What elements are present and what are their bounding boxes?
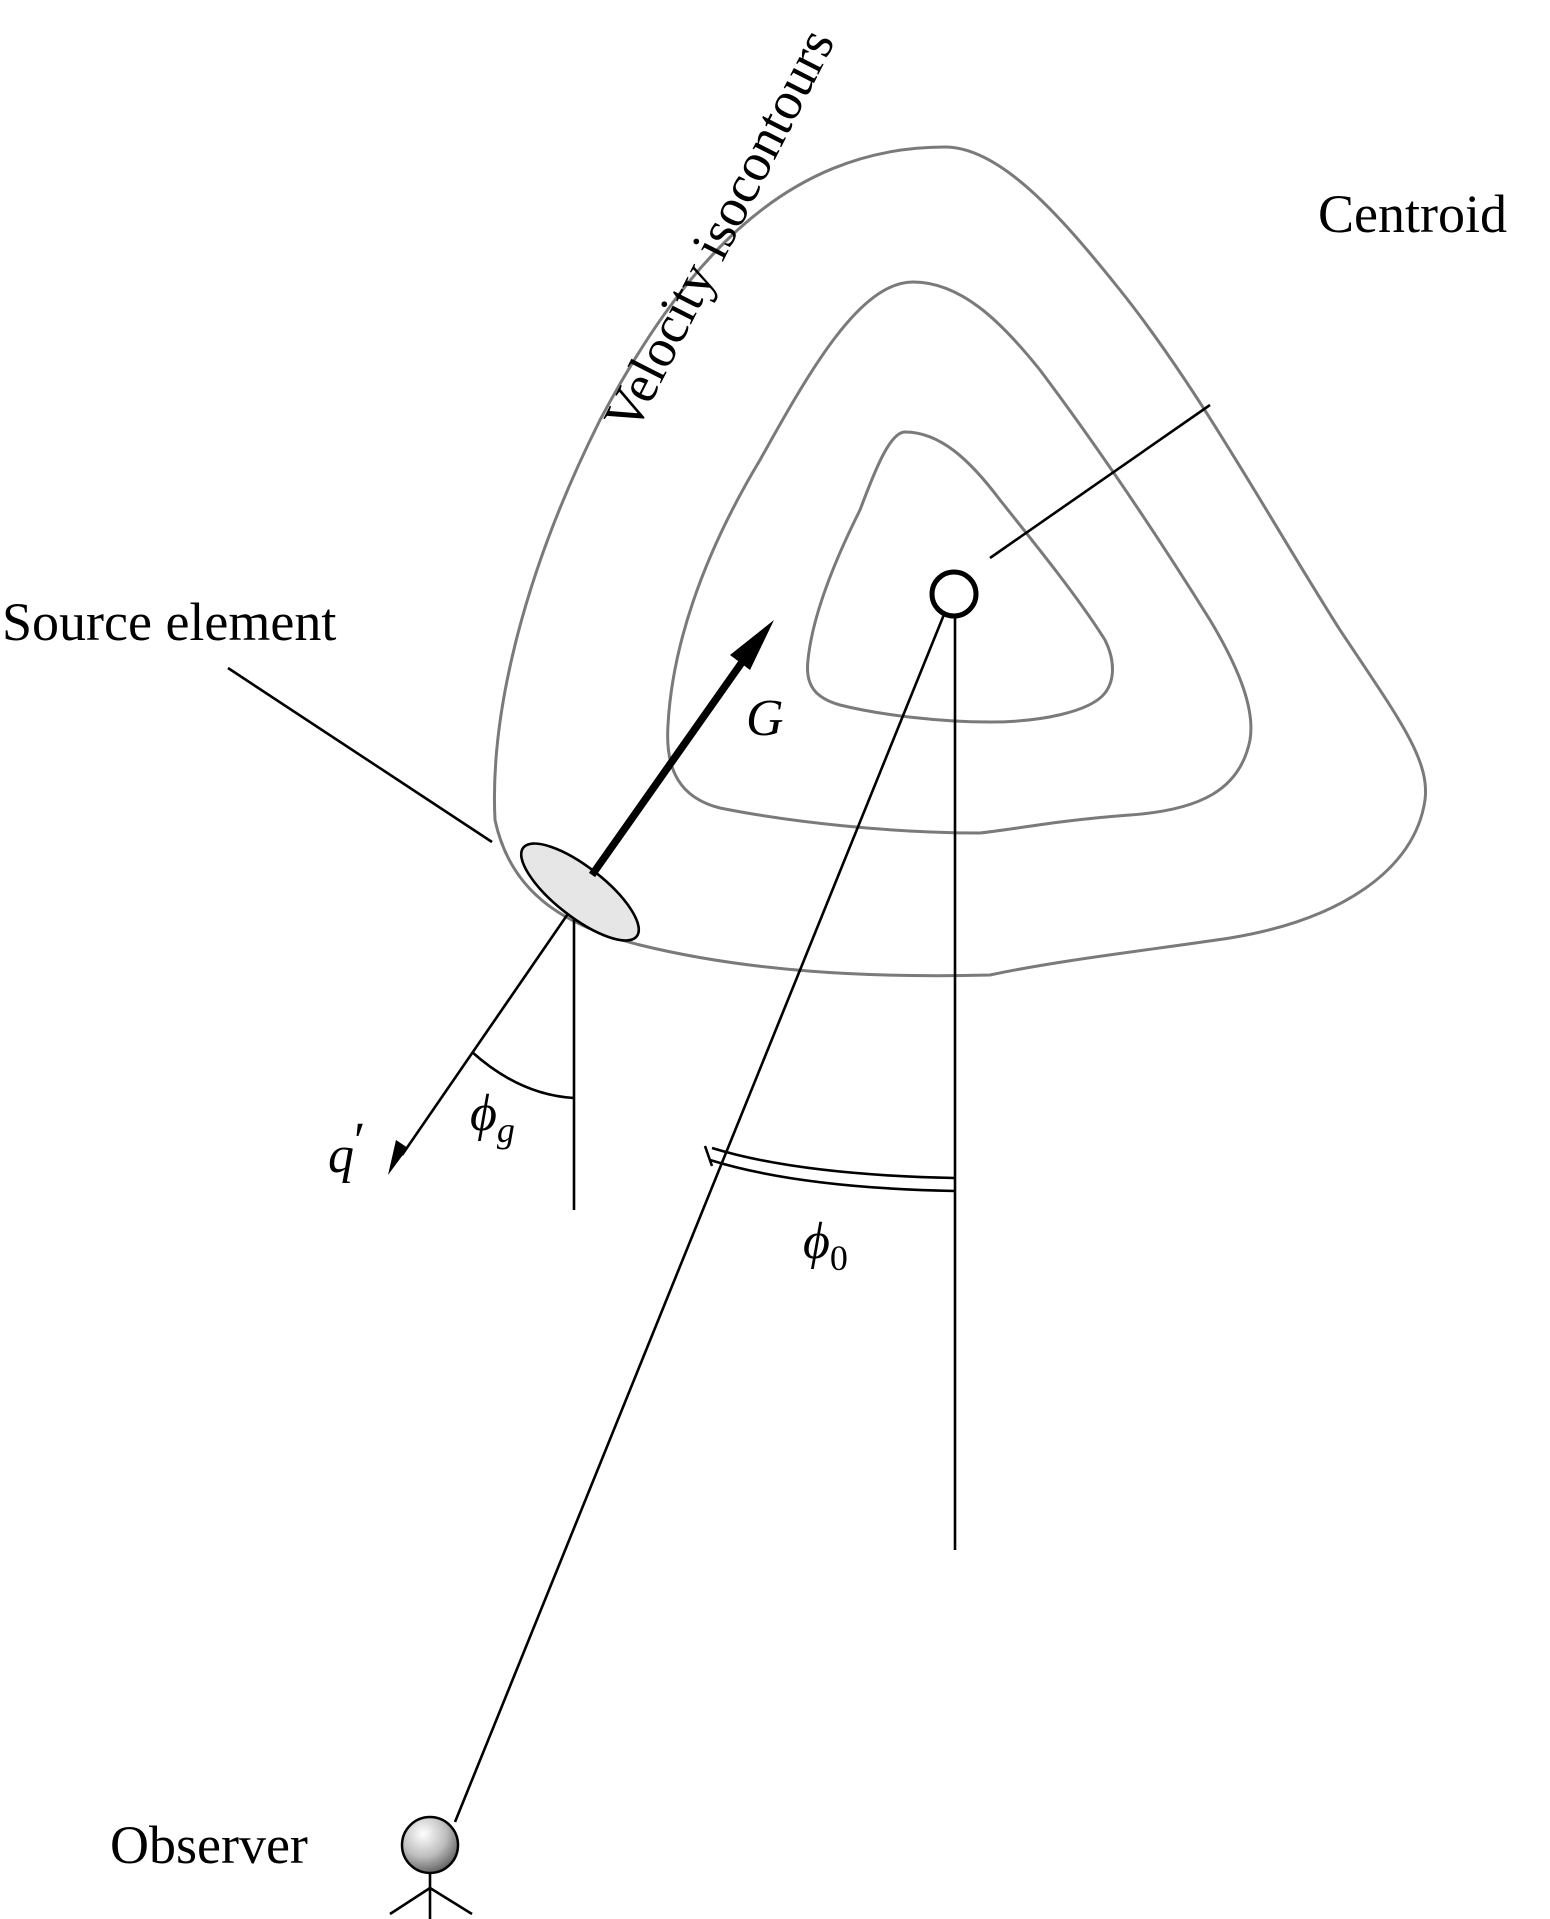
gradient-arrow-shaft (588, 645, 756, 878)
q-prime-direction-line (400, 904, 576, 1156)
observer-arm-right (429, 1886, 473, 1916)
observer-figure (389, 1815, 473, 1919)
phi-0-arc-tick-left (703, 1145, 714, 1167)
phi-0-symbol: ϕ (803, 1213, 830, 1270)
phi-g-label: ϕg (470, 1085, 515, 1150)
centroid-leader-line (989, 403, 1211, 560)
phi-g-subscript: g (497, 1110, 515, 1150)
centroid-label: Centroid (1318, 184, 1507, 244)
phi-0-angle-arc-inner (709, 1158, 956, 1193)
q-symbol: q (328, 1127, 354, 1184)
observer-to-centroid-line (453, 611, 947, 1823)
gradient-arrowhead (730, 620, 774, 670)
phi-0-angle-arc-outer (711, 1146, 956, 1180)
phi-0-subscript: 0 (830, 1238, 848, 1278)
outer-velocity-isocontour (493, 145, 1428, 978)
phi-g-angle-arc (471, 1051, 575, 1100)
gradient-label: G (746, 690, 784, 747)
q-prime-mark: ′ (354, 1113, 365, 1170)
centroid-marker (929, 569, 979, 619)
observer-label: Observer (110, 1815, 308, 1875)
source-element-ellipse (519, 842, 641, 942)
phi-g-symbol: ϕ (470, 1085, 497, 1142)
middle-velocity-isocontour (666, 280, 1253, 835)
source-element-label: Source element (2, 592, 336, 652)
source-leader-line (227, 666, 493, 844)
observer-head (400, 1815, 460, 1875)
q-prime-arrowhead (388, 1140, 408, 1175)
phi-0-label: ϕ0 (803, 1213, 848, 1278)
q-prime-label: q′ (328, 1113, 365, 1184)
inner-velocity-isocontour (805, 430, 1114, 724)
observer-arm-left (389, 1886, 431, 1916)
